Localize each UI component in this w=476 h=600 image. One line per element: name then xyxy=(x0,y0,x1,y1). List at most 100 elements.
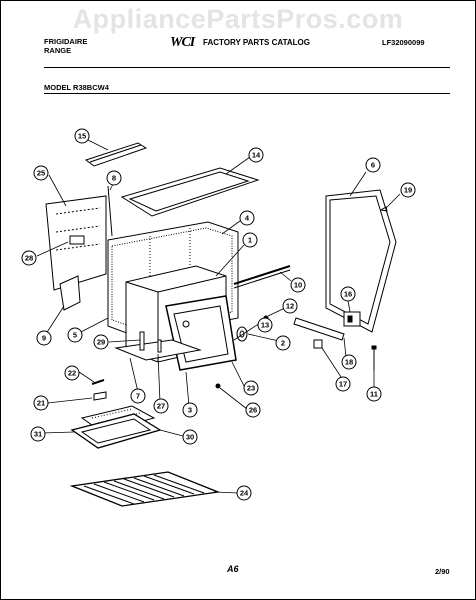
callout-27: 27 xyxy=(153,398,169,414)
part-oven-rack xyxy=(69,471,221,507)
callout-number: 11 xyxy=(370,390,378,399)
wci-logo: WCI xyxy=(170,35,195,50)
model-label: MODEL R38BCW4 xyxy=(44,83,109,92)
callout-number: 1 xyxy=(248,236,252,245)
callout-circle xyxy=(36,330,52,346)
callout-circle xyxy=(74,128,90,144)
callout-number: 7 xyxy=(136,392,140,401)
callout-29: 29 xyxy=(93,334,109,350)
callout-6: 6 xyxy=(365,157,381,173)
header-rule-bottom xyxy=(44,93,450,94)
callout-1: 1 xyxy=(242,232,258,248)
callout-number: 13 xyxy=(261,321,269,330)
callout-circle xyxy=(236,485,252,501)
callout-number: 8 xyxy=(112,174,116,183)
part-terminal-block xyxy=(343,311,361,327)
callout-7: 7 xyxy=(130,388,146,404)
callout-number: 2 xyxy=(281,339,285,348)
part-connector xyxy=(313,339,323,349)
callout-number: 17 xyxy=(339,380,347,389)
callout-circle xyxy=(239,210,255,226)
callout-number: 23 xyxy=(247,384,255,393)
callout-5: 5 xyxy=(67,327,83,343)
page-label: A6 xyxy=(227,564,239,574)
callout-number: 18 xyxy=(345,358,353,367)
callout-23: 23 xyxy=(243,380,259,396)
part-trim-strip xyxy=(84,142,148,167)
callout-11: 11 xyxy=(366,386,382,402)
callout-28: 28 xyxy=(21,250,37,266)
callout-30: 30 xyxy=(182,429,198,445)
callout-number: 19 xyxy=(404,186,412,195)
callout-circle xyxy=(275,335,291,351)
callout-circle xyxy=(365,157,381,173)
part-bottom-panel xyxy=(114,331,202,361)
callout-number: 31 xyxy=(34,430,42,439)
callout-number: 24 xyxy=(240,489,249,498)
callout-circle xyxy=(257,317,273,333)
callout-number: 27 xyxy=(157,402,165,411)
callout-number: 3 xyxy=(188,406,192,415)
callout-number: 29 xyxy=(97,338,105,347)
part-rod xyxy=(107,185,113,237)
callout-circle xyxy=(33,165,49,181)
callout-number: 15 xyxy=(78,132,86,141)
part-top-panel xyxy=(120,167,260,217)
callout-10: 10 xyxy=(290,277,306,293)
callout-circle xyxy=(245,402,261,418)
callout-circle xyxy=(93,334,109,350)
part-side-panel xyxy=(45,195,107,291)
brand-name: FRIGIDAIRE xyxy=(44,37,88,46)
callout-number: 5 xyxy=(73,331,77,340)
callout-22: 22 xyxy=(64,365,80,381)
callout-circle xyxy=(30,426,46,442)
callout-number: 6 xyxy=(371,161,375,170)
callout-circle xyxy=(400,182,416,198)
callout-26: 26 xyxy=(245,402,261,418)
callout-circle xyxy=(21,250,37,266)
callout-circle xyxy=(335,376,351,392)
callout-circle xyxy=(64,365,80,381)
callout-circle xyxy=(130,388,146,404)
callout-circle xyxy=(341,354,357,370)
callout-circle xyxy=(182,429,198,445)
callout-4: 4 xyxy=(239,210,255,226)
header-rule-top xyxy=(44,67,450,68)
leader-lines xyxy=(36,139,401,494)
part-oven-frame xyxy=(165,295,237,371)
callout-circle xyxy=(153,398,169,414)
callout-circle xyxy=(290,277,306,293)
callout-number: 26 xyxy=(249,406,257,415)
callout-number: 28 xyxy=(25,254,33,263)
callout-number: 21 xyxy=(37,399,45,408)
callout-3: 3 xyxy=(182,402,198,418)
callout-15: 15 xyxy=(74,128,90,144)
callout-circle xyxy=(248,147,264,163)
part-small-plate xyxy=(93,391,107,401)
callout-circle xyxy=(242,232,258,248)
callout-number: 4 xyxy=(245,214,250,223)
callout-31: 31 xyxy=(30,426,46,442)
callout-19: 19 xyxy=(400,182,416,198)
part-bracket-strip xyxy=(293,317,345,341)
callout-number: 22 xyxy=(68,369,76,378)
part-back-panel xyxy=(325,189,397,333)
part-trim-rod xyxy=(233,265,291,289)
part-lower-bracket xyxy=(59,275,81,311)
part-clip xyxy=(379,206,388,212)
callout-2: 2 xyxy=(275,335,291,351)
callout-circle xyxy=(282,298,298,314)
callout-circle xyxy=(106,170,122,186)
watermark-text: AppliancePartsPros.com xyxy=(72,4,404,34)
callout-12: 12 xyxy=(282,298,298,314)
callout-number: 10 xyxy=(294,281,302,290)
callout-circle xyxy=(340,286,356,302)
callout-number: 9 xyxy=(42,334,46,343)
callout-number: 12 xyxy=(286,302,294,311)
callout-circle xyxy=(366,386,382,402)
part-bolt xyxy=(371,345,377,370)
part-grommet xyxy=(236,326,248,342)
callout-circle xyxy=(67,327,83,343)
product-type: RANGE xyxy=(44,46,72,55)
